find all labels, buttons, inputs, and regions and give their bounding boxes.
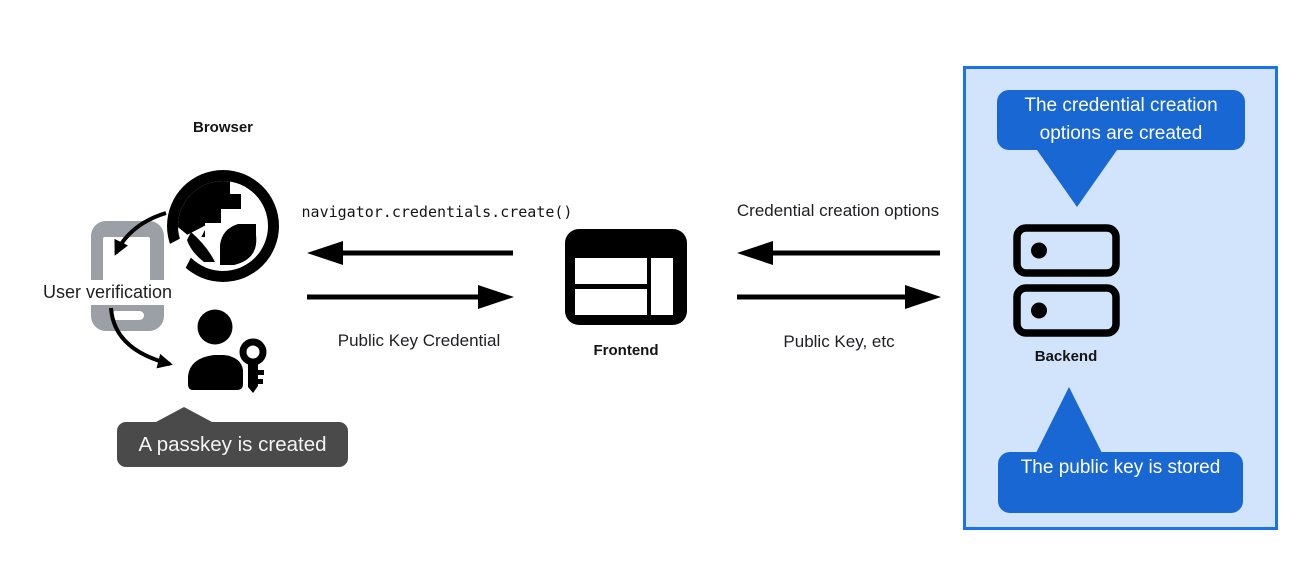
public-key-etc-label: Public Key, etc: [783, 332, 895, 351]
arrow-backend-to-frontend: [737, 241, 940, 265]
globe-icon: [164, 170, 279, 282]
frontend-label: Frontend: [593, 342, 659, 359]
create-call-label: navigator.credentials.create(): [301, 203, 573, 221]
browser-window-icon: [565, 229, 687, 325]
curved-flow-arrows: [109, 211, 173, 369]
callout-pointer-down: [1037, 150, 1117, 207]
public-key-stored-callout: The public key is stored: [998, 387, 1243, 513]
arrow-browser-to-frontend: [307, 285, 514, 309]
curved-arrow-phone-to-user: [109, 307, 173, 369]
arrow-frontend-to-backend: [737, 285, 941, 309]
callout-text: The credential creation options are crea…: [1024, 95, 1218, 144]
public-key-credential-label: Public Key Credential: [337, 331, 501, 350]
options-created-callout: The credential creation options are crea…: [997, 90, 1245, 207]
browser-label: Browser: [192, 119, 254, 136]
curved-arrow-globe-to-phone: [114, 211, 167, 256]
backend-label: Backend: [1034, 348, 1098, 365]
server-stack-icon: [1013, 224, 1120, 337]
backend-panel: The credential creation options are crea…: [963, 66, 1278, 530]
passkey-created-tooltip: A passkey is created: [117, 407, 348, 467]
arrow-frontend-to-browser: [307, 241, 513, 265]
credential-creation-options-label: Credential creation options: [736, 201, 940, 220]
user-verification-label: User verification: [40, 280, 176, 305]
person-key-icon: [188, 309, 267, 393]
tooltip-pointer-up: [156, 407, 212, 422]
callout-text: The public key is stored: [1020, 457, 1221, 478]
callout-pointer-up: [1036, 387, 1102, 453]
tooltip-text: A passkey is created: [138, 433, 327, 456]
